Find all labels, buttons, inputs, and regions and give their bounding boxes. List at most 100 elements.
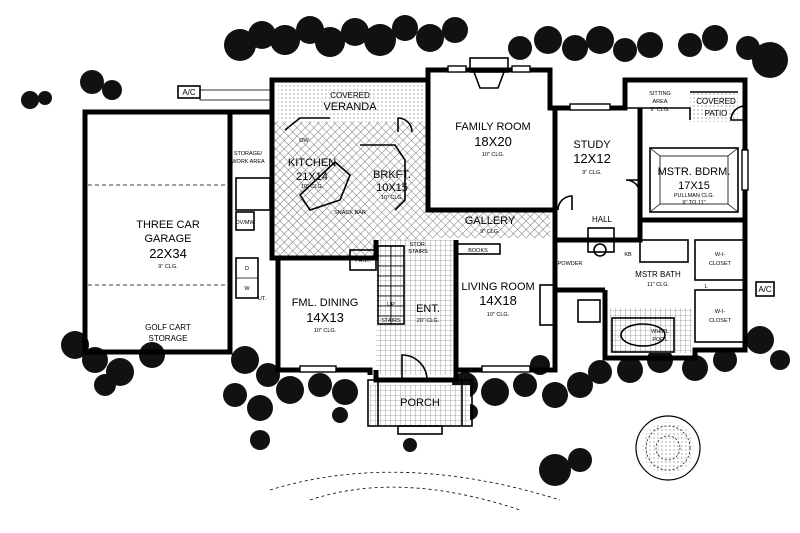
study-window	[569, 103, 611, 111]
fireplace	[469, 57, 509, 73]
gallery-floor	[426, 210, 550, 238]
ow-label: OW	[299, 138, 309, 144]
stairs-label: STAIRS	[381, 318, 401, 324]
ent-name: ENT.	[416, 303, 440, 315]
study-size: 12X12	[573, 151, 611, 166]
pullman-ceiling-inner	[659, 155, 729, 205]
master-door	[625, 179, 641, 195]
snack-bar-label: SNACK BAR	[334, 210, 366, 216]
garage-size: 22X34	[149, 246, 187, 261]
study-name: STUDY	[573, 139, 611, 151]
doors-windows	[299, 65, 749, 381]
garage-name-1: THREE CAR	[136, 219, 200, 231]
hall-closet	[587, 227, 615, 253]
closet-label-2: CLOSET	[709, 318, 732, 324]
north-walls	[230, 67, 748, 240]
pantry	[349, 249, 377, 271]
family-name: FAMILY ROOM	[455, 121, 530, 133]
veranda-door	[397, 117, 413, 133]
sitting-ceiling: 9" CLG.	[650, 107, 670, 113]
stairs	[377, 245, 405, 325]
sitting-line-2: AREA	[653, 99, 668, 105]
gallery-name: GALLERY	[465, 215, 516, 227]
kitchen-size: 21X14	[296, 171, 328, 183]
porch-step	[397, 425, 443, 435]
ac-label-left: A/C	[182, 88, 196, 97]
master-window	[741, 149, 749, 191]
brkft-size: 10X15	[376, 182, 408, 194]
entry-door	[401, 354, 428, 381]
patio-line-2: PATIO	[705, 109, 728, 118]
porch-label: PORCH	[400, 397, 440, 409]
stor-stairs-label-1: STOR.	[410, 242, 427, 248]
shrubs-top	[21, 15, 788, 109]
master-name: MSTR. BDRM.	[658, 166, 731, 178]
closet-2	[694, 289, 746, 343]
family-window-1	[447, 65, 467, 73]
living-ceiling: 10" CLG.	[487, 312, 510, 318]
exterior-walls	[82, 67, 748, 383]
ac-label-right: A/C	[758, 285, 772, 294]
bookshelf	[455, 243, 501, 255]
washer-label: W	[244, 286, 250, 292]
books-label: BOOKS	[468, 248, 488, 254]
kitchen-ceiling: 10" CLG.	[301, 184, 324, 190]
walkway-curve	[269, 471, 561, 501]
pant-label: PANT.	[355, 258, 371, 264]
whirl-line-1: WHIRL	[651, 329, 669, 335]
storage-line-1: STORAGE/	[234, 151, 263, 157]
dryer-label: D	[245, 266, 249, 272]
interior-details	[88, 57, 746, 435]
study-ceiling: 9" CLG.	[582, 170, 602, 176]
ov-mw-label: OV/MW	[235, 220, 255, 226]
gallery-ceiling: 9" CLG.	[480, 229, 500, 235]
golf-line-2: STORAGE	[149, 334, 188, 343]
storage-line-2: WORK AREA	[231, 159, 265, 165]
bath-vanity	[639, 239, 689, 263]
family-walls	[425, 80, 558, 213]
porch-floor	[370, 385, 470, 425]
garden-wall	[199, 89, 271, 101]
bath-ceiling: 11" CLG.	[647, 282, 669, 288]
ac-pad-right	[755, 281, 775, 297]
garage-walls	[82, 109, 233, 355]
stor-stairs-label-2: STAIRS	[408, 249, 428, 255]
closet-label-1: CLOSET	[709, 261, 732, 267]
powder-vanity	[577, 299, 601, 323]
closet-1	[694, 239, 746, 281]
linen-label: L	[704, 284, 707, 290]
kitchen-island	[298, 160, 351, 211]
brkft-name: BRKFT.	[373, 169, 411, 181]
study-south-walls	[552, 210, 745, 243]
dining-window	[299, 365, 337, 373]
golf-line-1: GOLF CART	[145, 323, 191, 332]
garage-ceiling: 9" CLG.	[158, 264, 178, 270]
breakfast-bay	[360, 144, 406, 211]
family-size: 18X20	[474, 134, 512, 149]
patio-door	[730, 105, 746, 121]
whirl-line-2: POOL	[652, 337, 667, 343]
sitting-line-1: SITTING	[649, 91, 671, 97]
hall-label: HALL	[592, 215, 613, 224]
patio-floor	[690, 92, 738, 122]
sitting-area-wall	[625, 107, 691, 120]
walkway-curve-2	[309, 486, 521, 511]
master-ceiling-1: PULLMAN CLG.	[674, 193, 715, 199]
living-window	[481, 365, 531, 373]
dining-ceiling: 10" CLG.	[314, 328, 337, 334]
living-name: LIVING ROOM	[461, 281, 534, 293]
patio-line-1: COVERED	[696, 97, 736, 106]
family-ceiling: 10" CLG.	[482, 152, 505, 158]
fixture-labels: OW OV/MW SNACK BAR STOR. STAIRS PANT. BO…	[235, 138, 707, 324]
kb-label: KB	[624, 252, 632, 258]
garage-name-2: GARAGE	[144, 233, 191, 245]
kitchen-floor	[272, 118, 426, 258]
living-fireplace	[539, 284, 555, 326]
study-door	[557, 195, 573, 211]
up-label: UP	[387, 302, 395, 308]
whirlpool-tub	[611, 317, 675, 353]
tree-right	[635, 415, 701, 481]
bath-name: MSTR BATH	[635, 270, 681, 279]
dining-name: FML. DINING	[292, 297, 359, 309]
pullman-ceiling-outer	[649, 147, 739, 213]
